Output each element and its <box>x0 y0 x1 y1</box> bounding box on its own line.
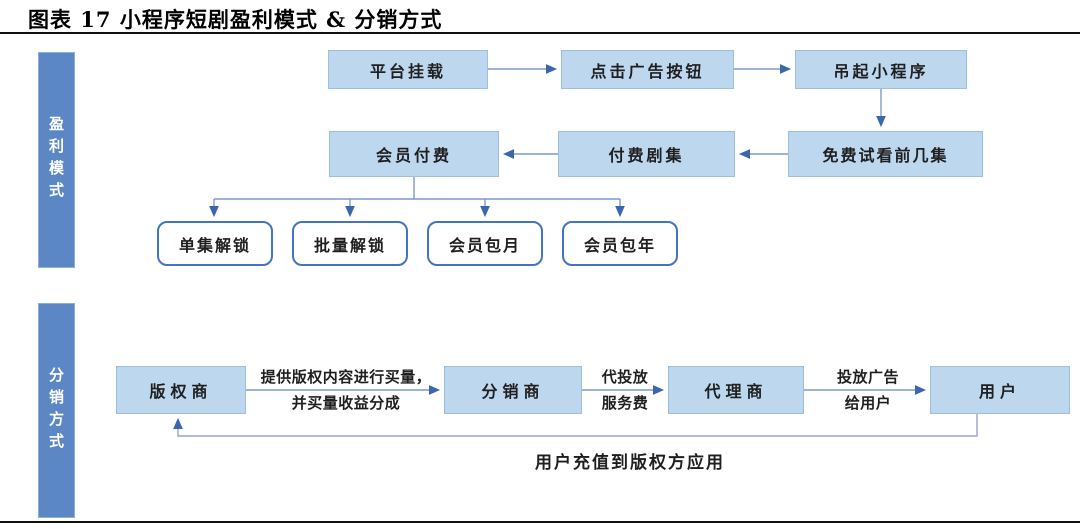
node-user: 用户 <box>930 366 1070 414</box>
edge-label-line2: 并买量收益分成 <box>291 394 401 412</box>
section-label-distribution-method: 分销方式 <box>38 303 75 518</box>
edge-label-line1: 投放广告 <box>836 368 899 386</box>
node-launch-miniprogram: 吊起小程序 <box>795 50 967 89</box>
edge-label-line2: 给用户 <box>844 394 892 412</box>
node-single-episode-unlock: 单集解锁 <box>157 221 273 266</box>
node-yearly-membership: 会员包年 <box>562 221 678 266</box>
figure-bottom-rule <box>0 521 1080 523</box>
node-agent: 代理商 <box>668 366 804 414</box>
node-batch-unlock: 批量解锁 <box>292 221 408 266</box>
section-label-profit-model: 盈利模式 <box>38 52 75 268</box>
node-member-payment: 会员付费 <box>329 131 499 177</box>
node-free-trial-episodes: 免费试看前几集 <box>788 131 983 177</box>
node-paid-episodes: 付费剧集 <box>558 131 735 177</box>
title-underline <box>0 32 1080 34</box>
figure-title: 图表 17 小程序短剧盈利模式 & 分销方式 <box>28 7 443 32</box>
edge-label-line1: 代投放 <box>601 368 649 386</box>
edge-label-line1: 提供版权内容进行买量， <box>260 368 432 386</box>
node-copyright-owner: 版权商 <box>116 366 246 414</box>
edge-label-user-recharge-feedback: 用户充值到版权方应用 <box>535 453 725 473</box>
node-platform-mount: 平台挂载 <box>328 50 488 89</box>
edge-label-distributor-to-agent: 代投放 服务费 <box>588 364 662 416</box>
node-monthly-membership: 会员包月 <box>427 221 543 266</box>
edge-label-agent-to-user: 投放广告 给用户 <box>826 364 910 416</box>
edge-label-line2: 服务费 <box>601 394 649 412</box>
node-distributor: 分销商 <box>444 366 582 414</box>
edge-label-copyright-to-distributor: 提供版权内容进行买量， 并买量收益分成 <box>250 364 442 416</box>
node-click-ad-button: 点击广告按钮 <box>561 50 734 89</box>
